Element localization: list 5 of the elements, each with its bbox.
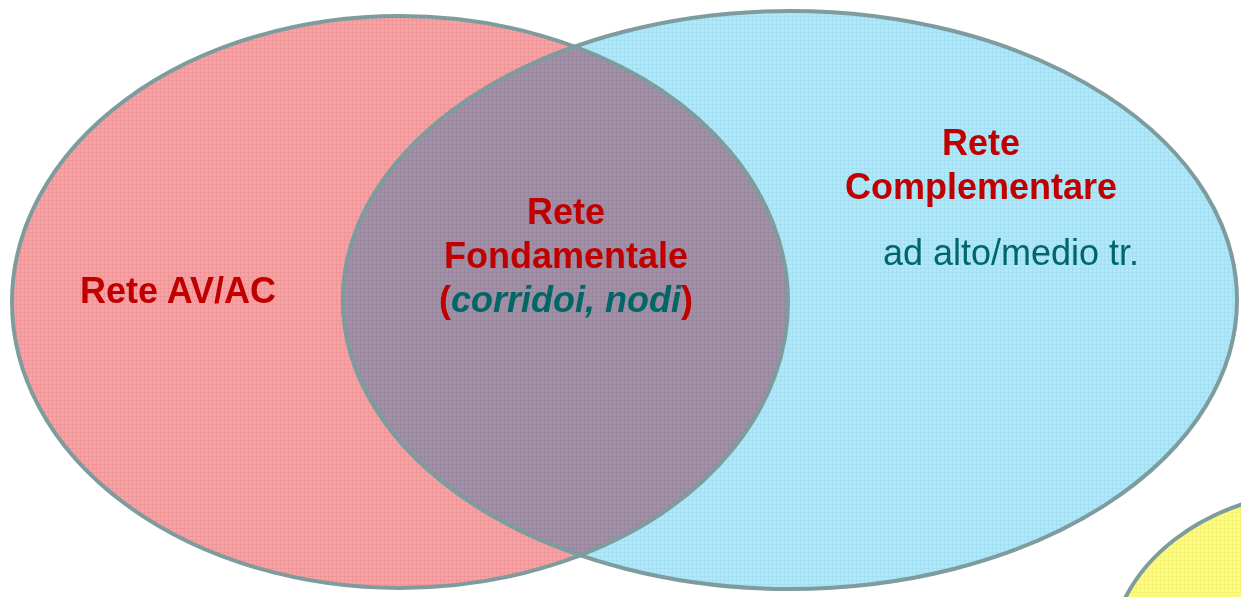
set-label: Rete Fondamentale (442, 190, 689, 278)
set-sublabel: ad alto/medio tr. (881, 231, 1141, 275)
set-label: Rete Complementare (843, 121, 1119, 209)
set-sublabel: (corridoi, nodi) (438, 278, 694, 322)
set-label: Rete AV/AC (79, 269, 277, 313)
